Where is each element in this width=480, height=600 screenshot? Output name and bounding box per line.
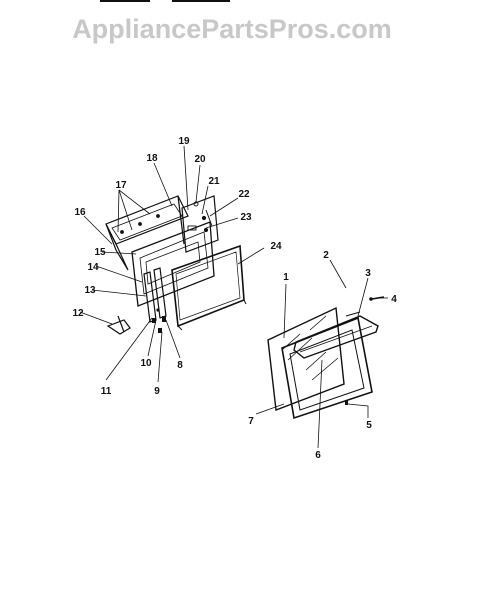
callout-17: 17 [115, 180, 127, 191]
callout-1: 1 [283, 272, 289, 283]
hinge-part [106, 315, 131, 335]
callout-11: 11 [101, 386, 112, 397]
leader-lines [79, 145, 388, 449]
door-back-frame [105, 195, 189, 271]
callout-18: 18 [146, 153, 158, 164]
callout-3: 3 [365, 268, 371, 279]
callout-22: 22 [238, 189, 250, 200]
window-glass [267, 306, 345, 411]
callout-4: 4 [391, 294, 397, 305]
callout-5: 5 [366, 420, 372, 431]
callout-21: 21 [208, 176, 220, 187]
callout-6: 6 [315, 450, 321, 461]
clip-part [345, 400, 348, 405]
callout-15: 15 [94, 247, 106, 258]
window-frame [281, 316, 373, 420]
callout-2: 2 [323, 250, 329, 261]
callout-19: 19 [178, 136, 190, 147]
door-outer-panel [171, 244, 247, 331]
callout-8: 8 [177, 360, 183, 371]
callout-24: 24 [270, 241, 282, 252]
callout-20: 20 [194, 154, 206, 165]
screw-part [369, 296, 385, 301]
callout-10: 10 [140, 358, 152, 369]
door-inner-panel [131, 195, 219, 307]
callout-9: 9 [154, 386, 160, 397]
callout-14: 14 [87, 262, 99, 273]
callout-labels: 1 2 3 4 5 6 7 8 9 10 11 12 13 14 15 16 1… [72, 136, 397, 461]
door-hardware [152, 308, 166, 333]
watermark-text: AppliancePartsPros.com [72, 14, 392, 44]
callout-7: 7 [248, 416, 254, 427]
callout-16: 16 [74, 207, 86, 218]
callout-23: 23 [240, 212, 252, 223]
callout-13: 13 [84, 285, 96, 296]
callout-12: 12 [72, 308, 84, 319]
window-handle-trim [293, 311, 379, 359]
